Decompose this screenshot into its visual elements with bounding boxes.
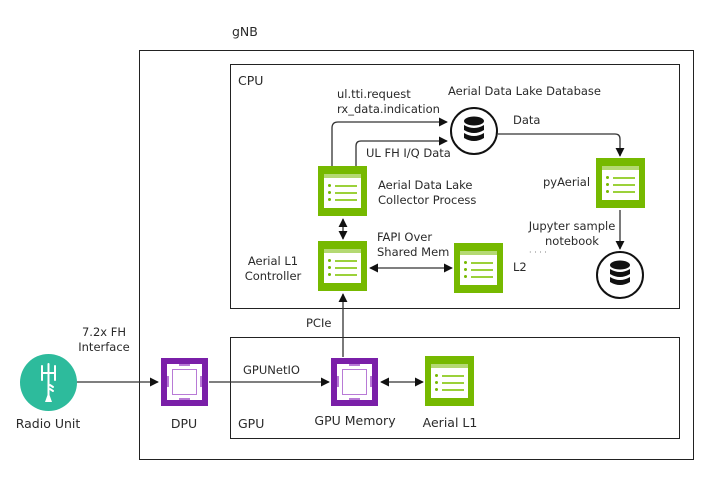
fapi-label-line1: FAPI Over: [377, 230, 433, 244]
ul-fh-iq-arrow: [355, 136, 448, 166]
radio-unit-node[interactable]: [20, 354, 77, 411]
jupyter-label-line2: notebook: [545, 234, 599, 248]
gpu-label: GPU: [238, 416, 265, 431]
pyaerial-label: pyAerial: [543, 175, 591, 189]
l2-node[interactable]: [454, 243, 503, 293]
cpu-label: CPU: [238, 73, 264, 88]
database-icon: [610, 260, 630, 285]
l2-label: L2: [513, 260, 527, 274]
database-node[interactable]: [450, 107, 498, 155]
pyaerial-node[interactable]: [596, 158, 645, 208]
collector-label-line1: Aerial Data Lake: [378, 178, 473, 192]
fapi-label-line2: Shared Mem: [377, 245, 450, 259]
dpu-node[interactable]: [161, 358, 208, 406]
pcie-label: PCIe: [306, 316, 332, 330]
database-icon: [464, 116, 484, 141]
notebook-database-node[interactable]: [596, 251, 644, 299]
aerial-l1-gpu-label: Aerial L1: [422, 415, 478, 430]
app-window-icon: [602, 166, 639, 200]
cpu-container: [230, 64, 680, 309]
chip-icon: [337, 364, 372, 400]
jupyter-label-line1: Jupyter sample: [528, 219, 616, 233]
app-window-icon: [460, 251, 497, 285]
database-label: Aerial Data Lake Database: [448, 84, 601, 98]
radio-unit-label: Radio Unit: [15, 416, 81, 431]
ul-tti-label-line1: ul.tti.request: [337, 87, 411, 101]
jupyter-label: Jupyter sample notebook: [527, 219, 617, 249]
dpu-label: DPU: [170, 416, 198, 431]
app-window-icon: [324, 174, 361, 208]
ul-tti-arrow: [331, 117, 448, 166]
ellipsis-label: · · · ·: [529, 248, 547, 257]
gnb-container: [139, 50, 694, 460]
collector-label: Aerial Data Lake Collector Process: [378, 178, 476, 208]
aerial-l1-controller-label-line2: Controller: [244, 269, 302, 283]
app-window-icon: [431, 364, 468, 398]
ul-fh-iq-label: UL FH I/Q Data: [366, 146, 451, 160]
chip-icon: [167, 364, 202, 400]
gnb-label: gNB: [232, 24, 258, 39]
aerial-l1-gpu-node[interactable]: [425, 356, 474, 406]
app-window-icon: [324, 249, 361, 283]
gpu-memory-label: GPU Memory: [314, 413, 396, 428]
gpunetio-label: GPUNetIO: [243, 363, 300, 377]
gpu-container: [230, 337, 680, 439]
fh-interface-label-line1: 7.2x FH: [81, 325, 126, 339]
antenna-icon: [41, 363, 56, 402]
fh-interface-label-line2: Interface: [78, 340, 130, 354]
collector-node[interactable]: [318, 166, 367, 216]
ul-tti-label: ul.tti.request rx_data.indication: [337, 87, 440, 117]
collector-label-line2: Collector Process: [378, 193, 477, 207]
ul-tti-label-line2: rx_data.indication: [337, 102, 440, 116]
fapi-label: FAPI Over Shared Mem: [377, 230, 449, 260]
aerial-l1-controller-node[interactable]: [318, 241, 367, 291]
fh-interface-label: 7.2x FH Interface: [76, 325, 132, 355]
gpu-memory-node[interactable]: [331, 358, 378, 406]
data-label: Data: [513, 113, 541, 127]
data-arrow: [498, 133, 625, 157]
aerial-l1-controller-label: Aerial L1 Controller: [238, 254, 308, 284]
aerial-l1-controller-label-line1: Aerial L1: [247, 254, 299, 268]
